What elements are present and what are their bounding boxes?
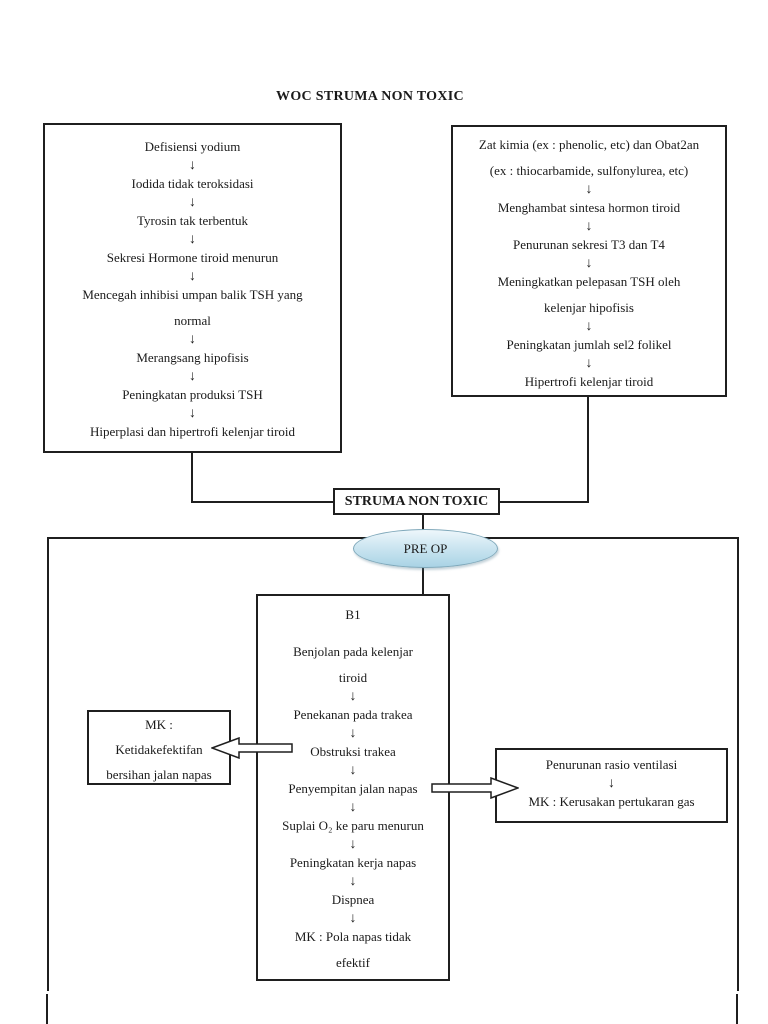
down-arrow-icon: ↓	[585, 256, 593, 271]
down-arrow-icon: ↓	[608, 776, 615, 791]
down-arrow-icon: ↓	[189, 232, 196, 247]
down-arrow-icon: ↓	[349, 726, 357, 741]
preop-frame-left-lower	[46, 994, 48, 1024]
connector-left-horizontal	[191, 501, 335, 503]
b1-breathing-pathway-box: B1 Benjolan pada kelenjar tiroid ↓ Penek…	[256, 594, 450, 981]
down-arrow-icon: ↓	[585, 356, 593, 371]
b1-title: B1	[345, 607, 361, 622]
down-arrow-icon: ↓	[189, 195, 196, 210]
pathway-step: Sekresi Hormone tiroid menurun	[106, 250, 279, 265]
down-arrow-icon: ↓	[349, 689, 357, 704]
pathway-step: Iodida tidak teroksidasi	[131, 176, 254, 191]
block-arrow-right-icon	[431, 777, 519, 799]
page-title: WOC STRUMA NON TOXIC	[276, 89, 464, 104]
connector-left-vertical	[191, 452, 193, 503]
pathway-step: Merangsang hipofisis	[136, 350, 249, 365]
connector-preop-b1	[422, 567, 424, 595]
iodine-deficiency-pathway-box: Defisiensi yodium ↓ Iodida tidak teroksi…	[43, 123, 342, 453]
pathway-step: Zat kimia (ex : phenolic, etc) dan Obat2…	[478, 137, 700, 178]
down-arrow-icon: ↓	[189, 269, 196, 284]
pathway-step: Penurunan sekresi T3 dan T4	[513, 237, 665, 252]
pathway-step: Hipertrofi kelenjar tiroid	[524, 374, 654, 389]
pathway-step: Suplai O₂ ke paru menurun	[282, 818, 424, 833]
preop-frame-right	[737, 537, 739, 991]
preop-frame-right-lower	[736, 994, 738, 1024]
mk-gas-exchange-box: Penurunan rasio ventilasi ↓ MK : Kerusak…	[495, 748, 728, 823]
pathway-step: Menghambat sintesa hormon tiroid	[497, 200, 681, 215]
preop-frame-left	[47, 537, 49, 991]
down-arrow-icon: ↓	[349, 800, 357, 815]
down-arrow-icon: ↓	[349, 874, 357, 889]
down-arrow-icon: ↓	[189, 158, 196, 173]
pathway-step: MK : Kerusakan pertukaran gas	[528, 794, 695, 809]
pre-op-label: PRE OP	[403, 540, 448, 556]
connector-right-horizontal	[499, 501, 589, 503]
chemical-drug-pathway-box: Zat kimia (ex : phenolic, etc) dan Obat2…	[451, 125, 727, 397]
pathway-step: Peningkatan jumlah sel2 folikel	[506, 337, 672, 352]
pathway-step: Penyempitan jalan napas	[288, 781, 418, 796]
mk-airway-clearance-box: MK : Ketidakefektifan bersihan jalan nap…	[87, 710, 231, 785]
pathway-step: Mencegah inhibisi umpan balik TSH yang n…	[82, 287, 303, 328]
block-arrow-left-icon	[211, 737, 293, 759]
down-arrow-icon: ↓	[189, 332, 196, 347]
connector-right-vertical	[587, 396, 589, 503]
down-arrow-icon: ↓	[585, 182, 593, 197]
pathway-step: Hiperplasi dan hipertrofi kelenjar tiroi…	[89, 424, 296, 439]
pathway-step: Peningkatan kerja napas	[289, 855, 417, 870]
pathway-step: MK : Pola napas tidak efektif	[294, 929, 412, 970]
mk-airway-text: MK : Ketidakefektifan bersihan jalan nap…	[106, 717, 212, 782]
pathway-step: Obstruksi trakea	[310, 744, 396, 759]
down-arrow-icon: ↓	[349, 837, 357, 852]
pathway-step: Benjolan pada kelenjar tiroid	[293, 644, 413, 685]
down-arrow-icon: ↓	[189, 369, 196, 384]
pre-op-phase-node: PRE OP	[353, 529, 498, 568]
down-arrow-icon: ↓	[585, 219, 593, 234]
pathway-step: Defisiensi yodium	[144, 139, 241, 154]
pathway-step: Tyrosin tak terbentuk	[136, 213, 248, 228]
pathway-step: Dispnea	[331, 892, 375, 907]
pathway-step: Penekanan pada trakea	[293, 707, 413, 722]
pathway-step: Penurunan rasio ventilasi	[545, 757, 678, 772]
pathway-step: Peningkatan produksi TSH	[122, 387, 263, 402]
pathway-step: Meningkatkan pelepasan TSH oleh kelenjar…	[497, 274, 681, 315]
down-arrow-icon: ↓	[349, 911, 357, 926]
struma-non-toxic-node: STRUMA NON TOXIC	[333, 488, 500, 515]
connector-struma-preop	[422, 514, 424, 530]
down-arrow-icon: ↓	[349, 763, 357, 778]
down-arrow-icon: ↓	[189, 406, 196, 421]
down-arrow-icon: ↓	[585, 319, 593, 334]
